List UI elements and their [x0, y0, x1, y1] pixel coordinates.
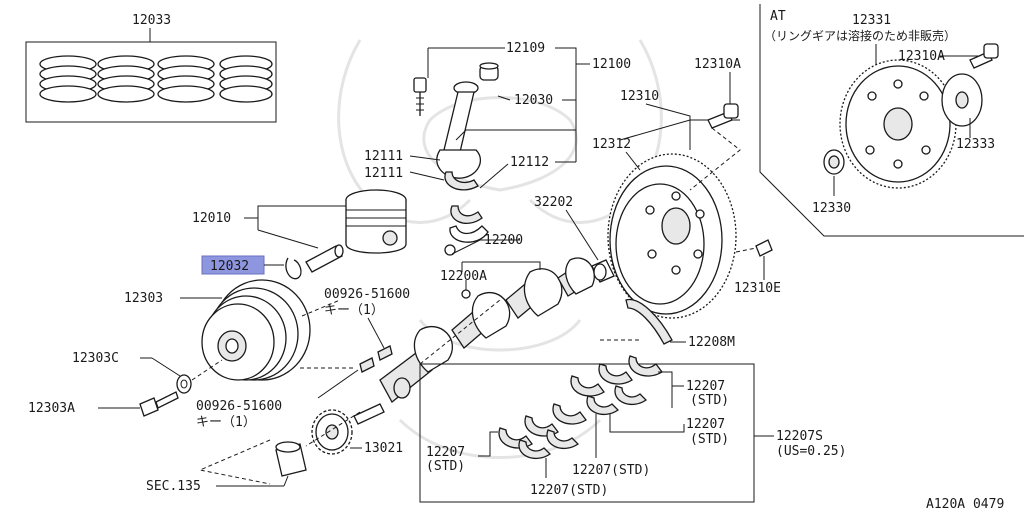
label-12033[interactable]: 12033: [132, 13, 171, 28]
figure-code: A120A 0479: [926, 497, 1004, 511]
flywheel[interactable]: [607, 153, 737, 319]
label-12111-b[interactable]: 12111: [364, 166, 403, 181]
label-12208m[interactable]: 12208M: [688, 335, 735, 350]
label-12207-r2-std[interactable]: (STD): [690, 432, 729, 447]
label-12207-l[interactable]: 12207: [426, 445, 465, 460]
flywheel-dowel[interactable]: [755, 239, 773, 257]
piston-ring-stack-4: [219, 55, 273, 103]
label-12331[interactable]: 12331: [852, 13, 891, 28]
label-12207-std-c[interactable]: 12207(STD): [572, 463, 650, 478]
label-32202[interactable]: 32202: [534, 195, 573, 210]
label-12310[interactable]: 12310: [620, 89, 659, 104]
crank-pulley[interactable]: [201, 279, 311, 381]
connecting-rod-bearing[interactable]: [444, 171, 483, 224]
label-12303[interactable]: 12303: [124, 291, 163, 306]
crank-collar[interactable]: [275, 441, 307, 477]
label-12303a[interactable]: 12303A: [28, 401, 75, 416]
label-12200[interactable]: 12200: [484, 233, 523, 248]
main-bearing-lower-row[interactable]: [498, 403, 587, 459]
woodruff-key-b[interactable]: [359, 357, 375, 373]
pilot-bushing[interactable]: [591, 259, 615, 283]
label-00926-a-sub[interactable]: キー（1）: [324, 303, 384, 318]
piston-ring-stack-3: [157, 55, 215, 103]
woodruff-key-a[interactable]: [377, 345, 393, 361]
drive-plate-bolt[interactable]: [969, 43, 999, 69]
label-12109[interactable]: 12109: [506, 41, 545, 56]
label-ring-gear-note[interactable]: （リングギアは溶接のため非販売）: [764, 28, 956, 43]
label-12330[interactable]: 12330: [812, 201, 851, 216]
label-12207s[interactable]: 12207S: [776, 429, 823, 444]
label-00926-a[interactable]: 00926-51600: [324, 287, 410, 302]
connecting-rod-nut[interactable]: [479, 62, 499, 81]
flywheel-bolt[interactable]: [707, 103, 739, 129]
piston-ring-stack-2: [97, 55, 155, 103]
label-12010[interactable]: 12010: [192, 211, 231, 226]
crank-sprocket[interactable]: [311, 409, 353, 455]
label-12032[interactable]: 12032: [210, 259, 249, 274]
pulley-bolt[interactable]: [139, 391, 179, 417]
label-sec-135[interactable]: SEC.135: [146, 479, 201, 494]
piston-ring-set[interactable]: [25, 41, 277, 123]
at-section-border: [759, 4, 1024, 237]
piston-pin[interactable]: [305, 244, 344, 273]
connecting-rod-bolt[interactable]: [413, 77, 427, 116]
label-12030[interactable]: 12030: [514, 93, 553, 108]
label-12312[interactable]: 12312: [592, 137, 631, 152]
small-nut-12200[interactable]: [444, 244, 456, 256]
label-12207-l-std[interactable]: (STD): [426, 459, 465, 474]
label-12207-r1-std[interactable]: (STD): [690, 393, 729, 408]
label-12310e[interactable]: 12310E: [734, 281, 781, 296]
label-00926-b-sub[interactable]: キー（1）: [196, 415, 256, 430]
label-12310a-top[interactable]: 12310A: [694, 57, 741, 72]
crankshaft[interactable]: [353, 257, 595, 425]
label-12310a-at[interactable]: 12310A: [898, 49, 945, 64]
connecting-rod[interactable]: [436, 81, 481, 179]
label-12333[interactable]: 12333: [956, 137, 995, 152]
drive-plate-reinforcement[interactable]: [941, 73, 983, 127]
label-12111-a[interactable]: 12111: [364, 149, 403, 164]
label-at[interactable]: AT: [770, 9, 786, 24]
label-12303c[interactable]: 12303C: [72, 351, 119, 366]
label-12100[interactable]: 12100: [592, 57, 631, 72]
crank-sensor-plate[interactable]: [461, 289, 471, 299]
label-12207-r2[interactable]: 12207: [686, 417, 725, 432]
main-bearing-upper-row[interactable]: [570, 355, 663, 415]
pulley-washer[interactable]: [176, 374, 192, 394]
label-12207-std-b[interactable]: 12207(STD): [530, 483, 608, 498]
connecting-rod-cap[interactable]: [449, 225, 489, 243]
at-spacer[interactable]: [823, 149, 845, 175]
label-12207-r1[interactable]: 12207: [686, 379, 725, 394]
drive-plate[interactable]: [839, 59, 957, 189]
piston-ring-stack-1: [39, 55, 97, 103]
snap-ring[interactable]: [285, 257, 302, 280]
label-12112[interactable]: 12112: [510, 155, 549, 170]
main-bearing-box: [419, 363, 755, 503]
label-13021[interactable]: 13021: [364, 441, 403, 456]
label-us-0-25[interactable]: (US=0.25): [776, 444, 846, 459]
label-00926-b[interactable]: 00926-51600: [196, 399, 282, 414]
thrust-washer[interactable]: [625, 298, 673, 345]
label-12200a[interactable]: 12200A: [440, 269, 487, 284]
piston[interactable]: [345, 189, 407, 254]
